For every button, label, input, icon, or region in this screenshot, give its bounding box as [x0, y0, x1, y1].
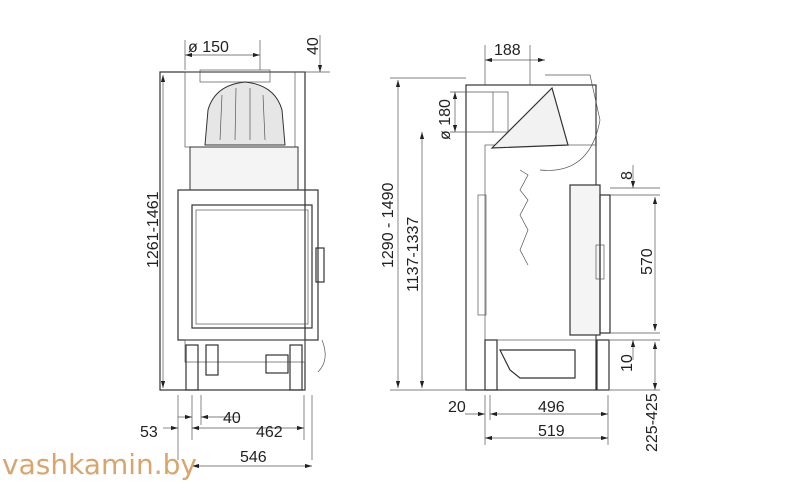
front-flue-diameter-label: ø 150 [188, 39, 229, 56]
front-width-53-label: 53 [140, 424, 158, 441]
side-depth-20-label: 20 [448, 399, 466, 416]
side-door-top-label: 8 [619, 171, 636, 180]
side-flue-offset-label: 188 [494, 42, 521, 59]
front-view: ø 150 40 1261-1461 53 40 462 546 [140, 35, 330, 469]
side-flue-diameter-label: ø 180 [437, 99, 454, 140]
front-top-offset-label: 40 [305, 37, 322, 55]
side-depth-496-label: 496 [538, 399, 565, 416]
side-door-bottom-label: 10 [619, 354, 636, 372]
side-height-outlet-label: 1137-1337 [405, 217, 422, 292]
watermark: vashkamin.by [2, 448, 197, 481]
flue-dome [204, 81, 286, 146]
side-height-total-label: 1290 - 1490 [380, 182, 397, 268]
front-width-462-label: 462 [256, 424, 283, 441]
side-legs-range-label: 225-425 [644, 393, 661, 452]
front-glass [191, 204, 313, 329]
side-depth-519-label: 519 [538, 423, 565, 440]
front-width-546-label: 546 [240, 449, 267, 466]
door-handle [315, 247, 325, 283]
side-view: 188 ø 180 1290 - 1490 1137-1337 8 570 10… [380, 42, 661, 452]
front-door-frame [177, 189, 319, 341]
side-door-height-label: 570 [639, 248, 656, 275]
front-height-label: 1261-1461 [145, 191, 162, 268]
front-width-40-label: 40 [223, 410, 241, 427]
